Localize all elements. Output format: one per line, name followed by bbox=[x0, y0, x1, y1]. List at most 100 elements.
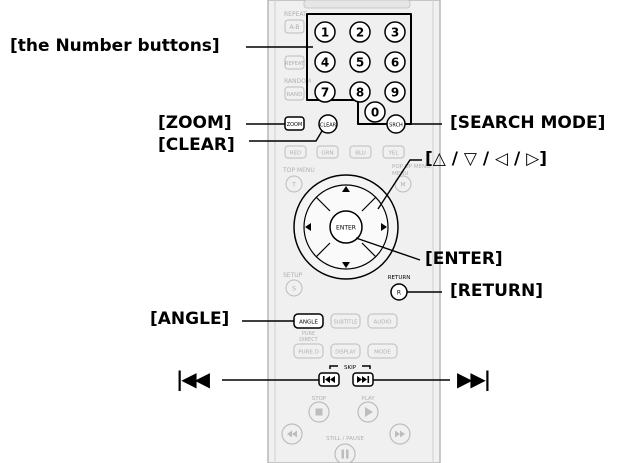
green-button-label: GRN bbox=[321, 151, 333, 157]
top-menu-button[interactable] bbox=[285, 175, 303, 193]
search-mode-callout: [SEARCH MODE] bbox=[450, 113, 606, 133]
search-mode-button-label: SRCH bbox=[389, 123, 403, 129]
right-arrow-icon[interactable] bbox=[381, 223, 387, 231]
ab-button-label: A-B bbox=[289, 24, 299, 31]
subtitle-button[interactable] bbox=[330, 313, 361, 329]
left-arrow-icon[interactable] bbox=[305, 223, 311, 231]
zoom-button-label: ZOOM bbox=[287, 122, 303, 128]
number-key-label: 4 bbox=[321, 56, 329, 70]
repeat-button[interactable] bbox=[284, 55, 305, 70]
number-key-label: 7 bbox=[321, 86, 329, 100]
clear-button-label: CLEAR bbox=[320, 123, 337, 129]
number-key-label: 6 bbox=[391, 56, 399, 70]
number-key-label: 0 bbox=[371, 106, 379, 120]
clear-callout: [CLEAR] bbox=[158, 135, 235, 155]
stop-icon bbox=[315, 408, 323, 416]
setup-label: SETUP bbox=[283, 272, 303, 279]
setup-button[interactable] bbox=[285, 279, 303, 297]
rand-button-label: RAND bbox=[287, 92, 303, 98]
pause-icon bbox=[341, 449, 349, 459]
number-key-label: 2 bbox=[356, 26, 364, 40]
zoom-row: ZOOM CLEAR SRCH bbox=[284, 114, 406, 134]
still-pause-label: STILL / PAUSE bbox=[326, 436, 364, 442]
number-key-1[interactable] bbox=[314, 21, 336, 43]
display-button[interactable] bbox=[330, 343, 361, 359]
number-key-0[interactable] bbox=[364, 101, 386, 123]
mode-button-label: MODE bbox=[374, 350, 391, 356]
return-callout: [RETURN] bbox=[450, 281, 543, 301]
down-arrow-icon[interactable] bbox=[342, 262, 350, 268]
number-key-4[interactable] bbox=[314, 51, 336, 73]
popup-menu-label: POP UP MENU/ bbox=[392, 164, 432, 170]
mode-button[interactable] bbox=[367, 343, 398, 359]
audio-button-label: AUDIO bbox=[374, 320, 393, 326]
number-key-label: 1 bbox=[321, 26, 329, 40]
blue-button[interactable] bbox=[349, 145, 372, 159]
top-menu-button-label: T bbox=[291, 182, 296, 189]
red-button[interactable] bbox=[284, 145, 307, 159]
number-key-label: 3 bbox=[391, 26, 399, 40]
up-arrow-icon[interactable] bbox=[342, 186, 350, 192]
return-button-label: R bbox=[397, 290, 401, 297]
rewind-icon bbox=[287, 430, 297, 438]
transport-controls: STOP PLAY STILL / PAUSE bbox=[281, 396, 411, 463]
setup-return: SETUP S RETURN R bbox=[283, 272, 411, 301]
play-icon bbox=[365, 407, 373, 417]
leader-lines bbox=[222, 46, 450, 381]
number-key-5[interactable] bbox=[349, 51, 371, 73]
display-row: PURE DIRECT PURE.D DISPLAY MODE bbox=[293, 331, 398, 359]
return-label: RETURN bbox=[388, 275, 411, 281]
direct-label: DIRECT bbox=[299, 337, 318, 343]
stop-button[interactable] bbox=[308, 401, 330, 423]
repeat-top-label: REPEAT bbox=[284, 11, 307, 18]
number-key-3[interactable] bbox=[384, 21, 406, 43]
angle-row: ANGLE SUBTITLE AUDIO bbox=[293, 313, 398, 329]
rand-button[interactable] bbox=[284, 86, 305, 101]
arrows-leader bbox=[377, 159, 422, 210]
fast-forward-button[interactable] bbox=[389, 423, 411, 445]
enter-leader bbox=[355, 237, 421, 261]
pure-label: PURE bbox=[302, 331, 315, 337]
ab-button[interactable] bbox=[284, 19, 305, 34]
yellow-button-label: YEL bbox=[388, 151, 400, 157]
enter-button[interactable] bbox=[329, 210, 363, 244]
left-column-buttons: REPEAT A-B REPEAT RANDOM RAND bbox=[284, 11, 311, 101]
pause-button[interactable] bbox=[334, 443, 356, 463]
green-button[interactable] bbox=[316, 145, 339, 159]
rewind-button[interactable] bbox=[281, 423, 303, 445]
clear-button[interactable] bbox=[318, 114, 338, 134]
number-key-7[interactable] bbox=[314, 81, 336, 103]
skip-label: SKIP bbox=[344, 365, 357, 371]
setup-button-label: S bbox=[292, 286, 296, 293]
stop-label: STOP bbox=[312, 396, 327, 402]
popup-menu-button-label: M bbox=[400, 182, 405, 189]
yellow-button[interactable] bbox=[382, 145, 405, 159]
number-key-9[interactable] bbox=[384, 81, 406, 103]
fast-forward-icon bbox=[395, 430, 405, 438]
audio-button[interactable] bbox=[367, 313, 398, 329]
skip-forward-icon bbox=[357, 376, 370, 383]
subtitle-button-label: SUBTITLE bbox=[334, 320, 358, 326]
number-key-6[interactable] bbox=[384, 51, 406, 73]
skip-buttons: SKIP bbox=[318, 365, 374, 387]
skip-back-callout: |◀◀ bbox=[176, 367, 210, 391]
color-keys: RED GRN BLU YEL bbox=[284, 145, 405, 159]
skip-forward-callout: ▶▶| bbox=[457, 367, 491, 391]
number-key-2[interactable] bbox=[349, 21, 371, 43]
number-pad-outline bbox=[306, 13, 412, 125]
angle-button-label: ANGLE bbox=[299, 320, 318, 326]
arrows-callout: [△ / ▽ / ◁ / ▷] bbox=[425, 149, 547, 169]
number-key-label: 9 bbox=[391, 86, 399, 100]
pure-direct-button[interactable] bbox=[293, 343, 324, 359]
play-button[interactable] bbox=[357, 401, 379, 423]
number-key-8[interactable] bbox=[349, 81, 371, 103]
enter-callout: [ENTER] bbox=[425, 249, 503, 269]
repeat-button-label: REPEAT bbox=[285, 61, 305, 67]
angle-callout: [ANGLE] bbox=[150, 309, 230, 329]
display-button-label: DISPLAY bbox=[335, 350, 356, 356]
red-button-label: RED bbox=[290, 151, 302, 157]
pure-direct-button-label: PURE.D bbox=[298, 350, 319, 356]
